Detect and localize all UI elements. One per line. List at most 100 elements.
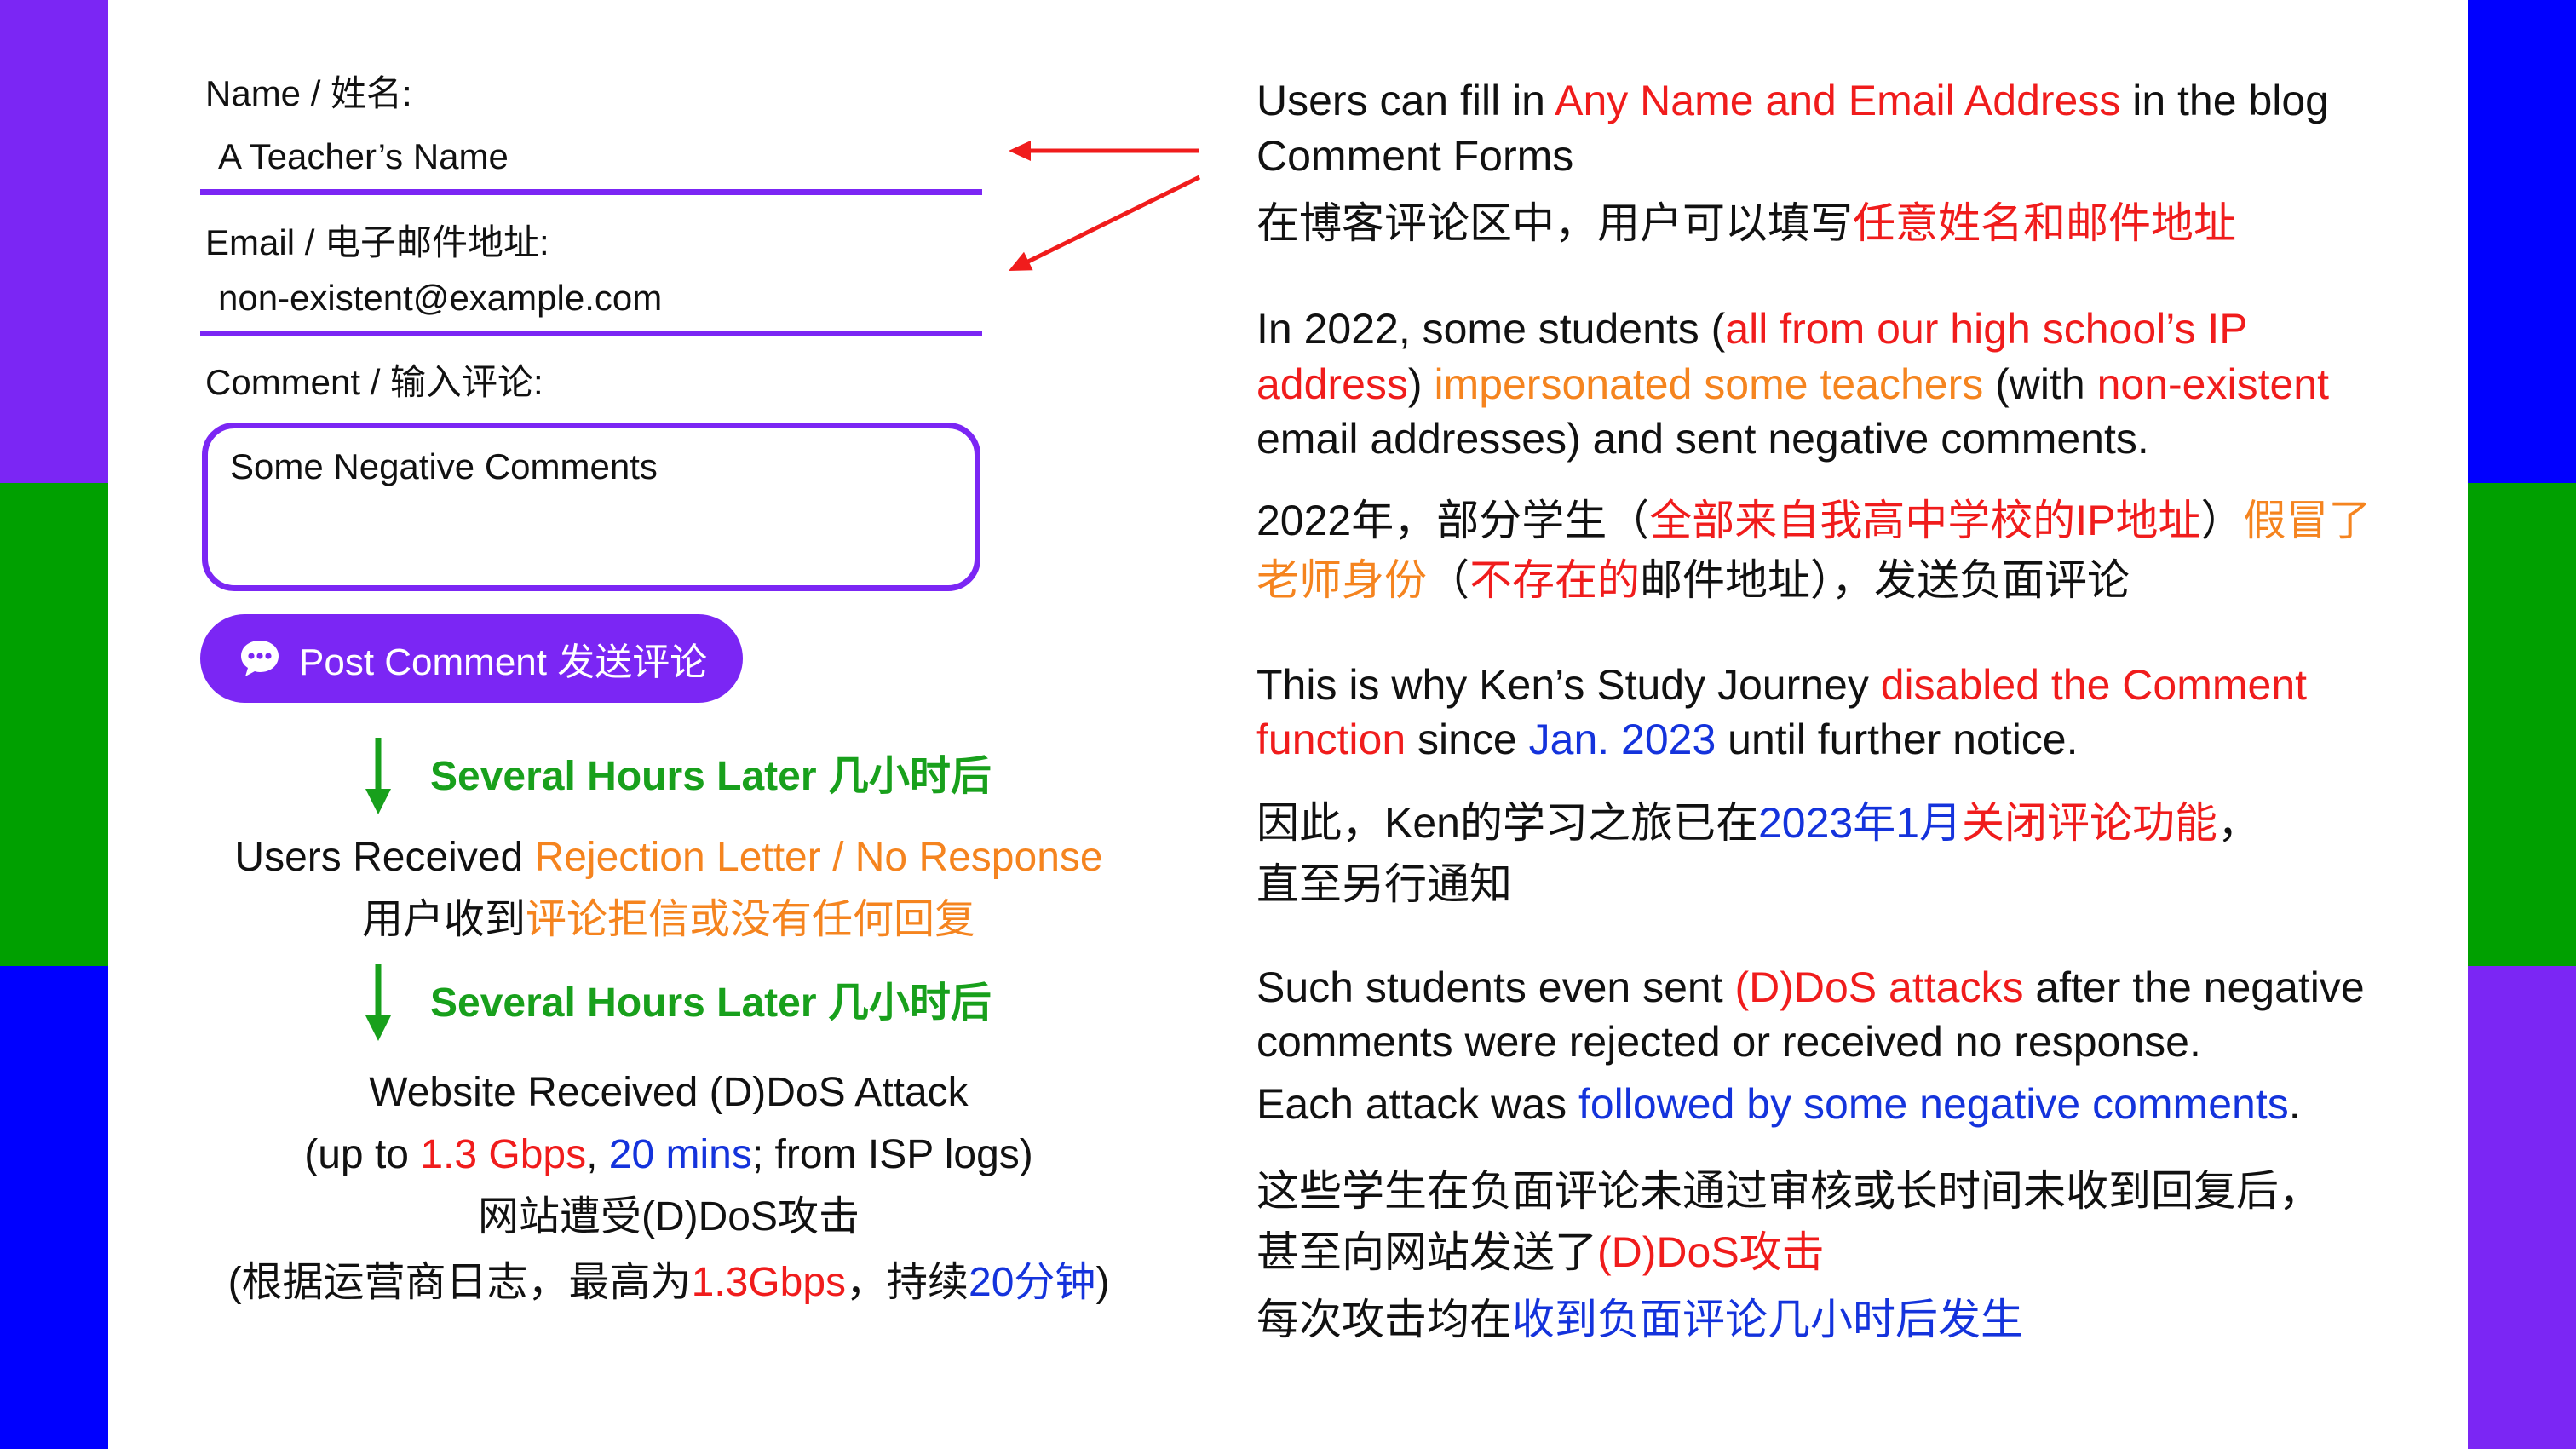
text-segment-orange: impersonated some teachers (1434, 360, 1984, 408)
received-zh: 用户收到评论拒信或没有任何回复 (204, 895, 1133, 945)
text-segment-orange: 老师身份 (1256, 556, 1427, 604)
attack-zh: 网站遭受(D)DoS攻击 (204, 1193, 1133, 1242)
text-segment: Users can fill in (1256, 77, 1555, 124)
text-segment-red: 全部来自我高中学校的IP地址 (1649, 497, 2201, 544)
arrow-down-icon (365, 738, 391, 814)
text-segment: comments were rejected or received no re… (1256, 1018, 2201, 1066)
explanation-line: function since Jan. 2023 until further n… (1256, 714, 2079, 765)
explanation-line: address) impersonated some teachers (wit… (1256, 359, 2329, 410)
attack-detail-en: (up to 1.3 Gbps, 20 mins; from ISP logs) (204, 1130, 1133, 1180)
name-label: Name / 姓名: (205, 73, 412, 113)
text-segment-blue: 20 mins (608, 1132, 752, 1177)
arrow-left-icon (1009, 141, 1201, 271)
text-segment: 用户收到 (361, 897, 526, 942)
text-segment: since (1406, 716, 1529, 763)
text-segment: Website Received (D)DoS Attack (369, 1070, 969, 1115)
comment-label: Comment / 输入评论: (205, 362, 543, 402)
text-segment: 网站遭受(D)DoS攻击 (477, 1194, 860, 1239)
text-segment: ） (2200, 497, 2244, 544)
left-bar-middle (0, 483, 108, 966)
text-segment: 邮件地址），发送负面评论 (1640, 556, 2130, 604)
right-bar-middle (2468, 483, 2576, 966)
post-comment-button[interactable]: Post Comment 发送评论 (200, 614, 743, 703)
text-segment-red: disabled the Comment (1880, 661, 2308, 709)
received-en: Users Received Rejection Letter / No Res… (204, 833, 1133, 883)
text-segment-orange: 假冒了 (2243, 497, 2372, 544)
text-segment: 每次攻击均在 (1256, 1296, 1512, 1343)
text-segment: after the negative (2023, 963, 2365, 1011)
text-segment-blue: Jan. 2023 (1528, 716, 1716, 763)
explanation-line: Such students even sent (D)DoS attacks a… (1256, 962, 2365, 1013)
text-segment: (根据运营商日志，最高为 (227, 1260, 692, 1305)
text-segment-red: 1.3 Gbps (420, 1132, 587, 1177)
text-segment-red: non-existent (2096, 360, 2329, 408)
text-segment-orange: 评论拒信或没有任何回复 (526, 897, 976, 942)
chat-bubble-icon (239, 637, 281, 680)
text-segment-red: 关闭评论功能 (1962, 799, 2218, 847)
text-segment-red: Any Name and Email Address (1555, 77, 2121, 124)
text-segment: Each attack was (1256, 1080, 1578, 1128)
explanation-line: Users can fill in Any Name and Email Add… (1256, 75, 2329, 126)
explanation-line: 老师身份（不存在的邮件地址），发送负面评论 (1256, 555, 2130, 606)
text-segment-red: all from our high school’s IP (1725, 305, 2248, 353)
explanation-line: 甚至向网站发送了(D)DoS攻击 (1256, 1227, 1825, 1278)
explanation-line: This is why Ken’s Study Journey disabled… (1256, 659, 2307, 710)
text-segment-red: function (1256, 716, 1406, 763)
text-segment-blue: 收到负面评论几小时后发生 (1512, 1296, 2023, 1343)
explanation-line: email addresses) and sent negative comme… (1256, 413, 2149, 464)
text-segment: 甚至向网站发送了 (1256, 1228, 1597, 1276)
text-segment: in the blog (2120, 77, 2329, 124)
text-segment-red: address (1256, 360, 1408, 408)
text-segment-red: 1.3Gbps (691, 1260, 847, 1305)
text-segment: email addresses) and sent negative comme… (1256, 415, 2149, 463)
text-segment: 直至另行通知 (1256, 860, 1512, 908)
text-segment: ，持续 (846, 1260, 969, 1305)
delay-label-second: Several Hours Later 几小时后 (430, 980, 992, 1026)
email-input[interactable] (200, 265, 982, 336)
explanation-line: 在博客评论区中，用户可以填写任意姓名和邮件地址 (1256, 198, 2236, 249)
text-segment: ) (1407, 360, 1435, 408)
text-segment: ) (1095, 1260, 1110, 1305)
name-input[interactable] (200, 124, 982, 195)
explanation-line: 这些学生在负面评论未通过审核或长时间未收到回复后， (1256, 1165, 2321, 1216)
explanation-line: 每次攻击均在收到负面评论几小时后发生 (1256, 1294, 2023, 1345)
explanation-line: In 2022, some students (all from our hig… (1256, 303, 2248, 354)
text-segment-red: (D)DoS attacks (1734, 963, 2024, 1011)
text-segment: until further notice. (1716, 716, 2079, 763)
text-segment: . (2288, 1080, 2301, 1128)
left-bar-top (0, 0, 108, 483)
attack-en: Website Received (D)DoS Attack (204, 1068, 1133, 1118)
left-bar-bottom (0, 966, 108, 1449)
text-segment-red: (D)DoS攻击 (1597, 1228, 1825, 1276)
explanation-line: Each attack was followed by some negativ… (1256, 1078, 2301, 1130)
text-segment: (with (1983, 360, 2097, 408)
comment-textarea[interactable]: Some Negative Comments (202, 423, 980, 591)
text-segment: Such students even sent (1256, 963, 1735, 1011)
explanation-line: Comment Forms (1256, 130, 1573, 181)
text-segment: ， (2217, 799, 2261, 847)
text-segment-red: 不存在的 (1469, 556, 1640, 604)
text-segment: Comment Forms (1256, 132, 1574, 180)
attack-detail-zh: (根据运营商日志，最高为1.3Gbps，持续20分钟) (204, 1258, 1133, 1308)
text-segment-orange: Rejection Letter / No Response (534, 835, 1103, 880)
delay-label-first: Several Hours Later 几小时后 (430, 754, 992, 799)
text-segment: This is why Ken’s Study Journey (1256, 661, 1881, 709)
text-segment: ; from ISP logs) (751, 1132, 1033, 1177)
explanation-line: 直至另行通知 (1256, 859, 1512, 910)
text-segment-blue: followed by some negative comments (1578, 1080, 2289, 1128)
right-bar-top (2468, 0, 2576, 483)
explanation-line: comments were rejected or received no re… (1256, 1016, 2201, 1067)
email-label: Email / 电子邮件地址: (205, 222, 549, 262)
text-segment-blue: 20分钟 (969, 1260, 1096, 1305)
explanation-line: 因此，Ken的学习之旅已在2023年1月关闭评论功能， (1256, 797, 2260, 848)
text-segment-red: 任意姓名和邮件地址 (1853, 199, 2236, 247)
text-segment: 这些学生在负面评论未通过审核或长时间未收到回复后， (1256, 1167, 2321, 1215)
text-segment: 因此，Ken的学习之旅已在 (1256, 799, 1758, 847)
post-comment-label: Post Comment 发送评论 (299, 641, 708, 683)
text-segment: （ (1427, 556, 1469, 604)
text-segment: Users Received (234, 835, 535, 880)
text-segment: (up to (304, 1132, 421, 1177)
text-segment: 2022年，部分学生（ (1256, 497, 1650, 544)
explanation-line: 2022年，部分学生（全部来自我高中学校的IP地址）假冒了 (1256, 495, 2371, 546)
arrow-down-icon (365, 964, 391, 1041)
